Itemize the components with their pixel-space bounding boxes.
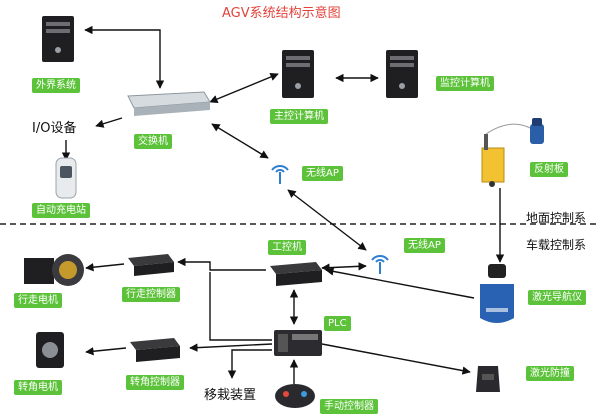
arrow-switch-ap bbox=[211, 123, 269, 159]
arrow-ap-ap bbox=[287, 189, 367, 251]
drive-motor-label: 行走电机 bbox=[14, 293, 62, 308]
drive-controller-icon bbox=[128, 254, 174, 276]
drive-controller-label: 行走控制器 bbox=[122, 287, 180, 302]
ipc-label: 工控机 bbox=[268, 240, 306, 255]
external-system-label: 外界系统 bbox=[32, 78, 80, 93]
manual-controller-label: 手动控制器 bbox=[320, 399, 378, 414]
main-computer-label: 主控计算机 bbox=[270, 109, 328, 124]
vehicle-section-label: 车载控制系 bbox=[526, 238, 587, 252]
arrow-switch-main bbox=[209, 72, 279, 104]
industrial-pc-icon bbox=[270, 262, 322, 286]
wireless-ap-vehicle-icon bbox=[371, 255, 389, 274]
monitor-computer-icon bbox=[386, 50, 418, 98]
charging-station-icon bbox=[55, 157, 77, 199]
laser-bumper-label: 激光防撞 bbox=[526, 366, 574, 381]
switch-label: 交换机 bbox=[134, 134, 172, 149]
arrow-drivectrl-drivemotor bbox=[85, 263, 125, 272]
wireless-ap-icon bbox=[271, 165, 289, 184]
transfer-device-label: 移栽装置 bbox=[204, 388, 257, 403]
plc-icon bbox=[274, 330, 322, 356]
arrow-plc-bumper bbox=[321, 343, 471, 375]
wireless-ap-vehicle-label: 无线AP bbox=[404, 238, 445, 253]
arrow-plc-steerctrl2 bbox=[189, 343, 273, 352]
diagram-title: AGV系统结构示意图 bbox=[222, 6, 341, 21]
drive-motor-icon bbox=[24, 254, 84, 286]
main-computer-icon bbox=[282, 50, 314, 98]
arrow-ipc-wap bbox=[321, 262, 367, 272]
arrow-plc-transfer bbox=[227, 349, 272, 379]
auto-charging-label: 自动充电站 bbox=[32, 203, 90, 218]
io-device-label: I/O设备 bbox=[32, 121, 77, 136]
manual-controller-icon bbox=[275, 384, 315, 408]
steering-controller-icon bbox=[130, 338, 180, 362]
steer-motor-label: 转角电机 bbox=[14, 380, 62, 395]
plc-label: PLC bbox=[324, 316, 351, 331]
wireless-ap-ground-label: 无线AP bbox=[302, 166, 343, 181]
arrow-switch-io bbox=[95, 117, 123, 128]
monitor-computer-label: 监控计算机 bbox=[436, 76, 494, 91]
arrow-laser-ipc bbox=[325, 267, 475, 299]
pc-tower-icon bbox=[42, 16, 74, 62]
arrow-ipc-drive-ctrl bbox=[177, 257, 266, 271]
laser-nav-label: 激光导航仪 bbox=[528, 290, 586, 305]
arrow-plc-steer-ctrl bbox=[209, 272, 272, 341]
steering-motor-icon bbox=[36, 332, 64, 368]
arrow-steerctrl-steermotor bbox=[85, 347, 127, 356]
laser-bumper-icon bbox=[476, 366, 500, 392]
forklift-reflector-icon bbox=[481, 118, 544, 187]
network-switch-icon bbox=[127, 91, 211, 116]
ground-section-label: 地面控制系 bbox=[526, 211, 587, 225]
arrow-external-switch bbox=[84, 25, 165, 89]
steer-controller-label: 转角控制器 bbox=[126, 375, 184, 390]
reflector-label: 反射板 bbox=[530, 162, 568, 177]
laser-navigator-icon bbox=[480, 264, 514, 323]
